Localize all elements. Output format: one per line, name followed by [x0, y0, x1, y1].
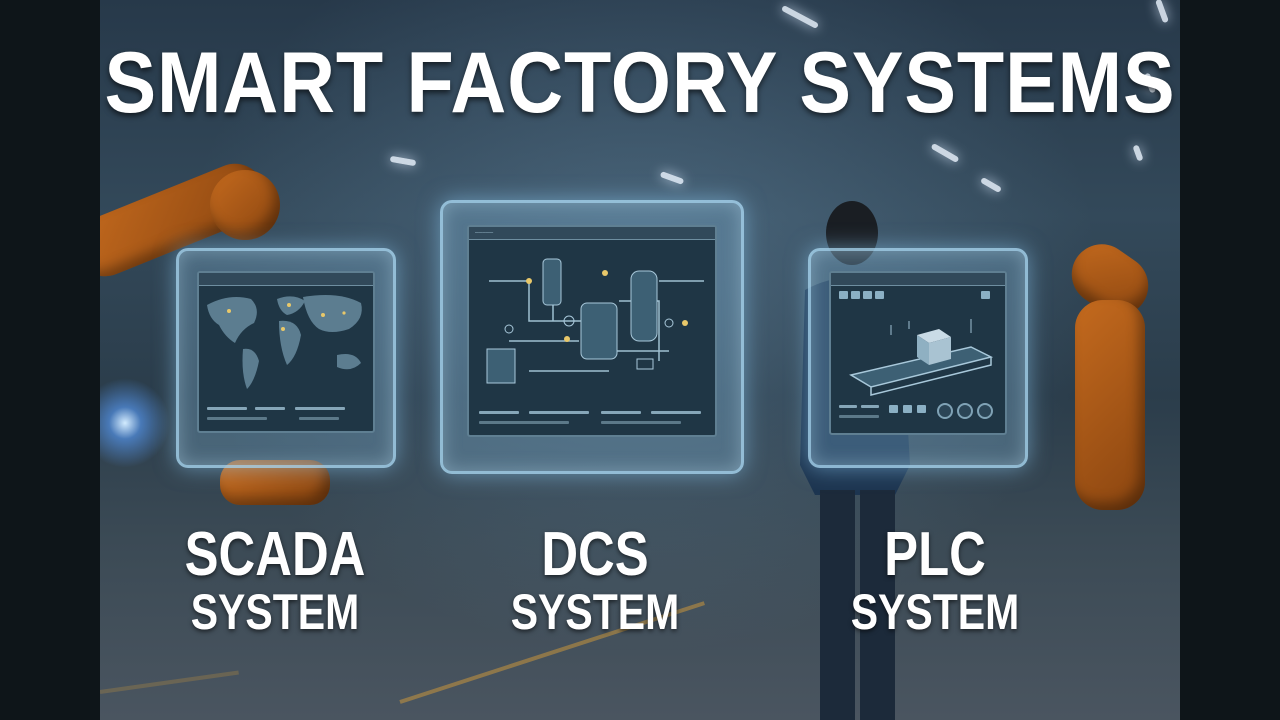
- scada-label-name: SCADA: [184, 520, 366, 589]
- dcs-status-line: [479, 411, 519, 414]
- ceiling-light: [979, 176, 1003, 194]
- conveyor-box-icon: [849, 319, 994, 396]
- dcs-status-line: [601, 421, 681, 424]
- ceiling-light: [1155, 0, 1169, 24]
- scada-status-line: [255, 407, 285, 410]
- dcs-label-subtitle: SYSTEM: [510, 584, 680, 640]
- scada-status-line: [207, 417, 267, 420]
- scada-label-subtitle: SYSTEM: [190, 584, 360, 640]
- page-title: SMART FACTORY SYSTEMS: [104, 35, 1176, 131]
- scada-dashboard: [197, 271, 375, 433]
- scada-header-bar: [199, 273, 373, 286]
- plc-button: [917, 405, 926, 413]
- dcs-header-text: —————: [475, 229, 494, 236]
- process-flow-icon: [486, 258, 704, 384]
- dcs-label: DCS SYSTEM: [501, 520, 690, 640]
- plc-indicator: [981, 291, 990, 299]
- plc-button: [889, 405, 898, 413]
- dcs-status-line: [601, 411, 641, 414]
- plc-status-line: [839, 415, 879, 418]
- ceiling-light: [389, 155, 417, 167]
- plc-header-bar: [831, 273, 1005, 286]
- plc-indicator: [863, 291, 872, 299]
- dcs-status-line: [479, 421, 569, 424]
- dcs-screen-panel: —————: [440, 200, 744, 474]
- dcs-status-line: [651, 411, 701, 414]
- ceiling-light: [659, 171, 685, 185]
- floor-guide-line: [99, 670, 239, 694]
- plc-screen-panel: [808, 248, 1028, 468]
- plc-round-button: [977, 403, 993, 419]
- plc-status-line: [839, 405, 857, 408]
- ceiling-light: [780, 4, 820, 30]
- plc-indicator: [839, 291, 848, 299]
- ceiling-light: [930, 142, 960, 164]
- letterbox-left: [0, 0, 100, 720]
- robot-arm-right-lower: [1075, 300, 1145, 510]
- scada-status-line: [207, 407, 247, 410]
- scada-status-line: [295, 407, 345, 410]
- robot-arm-left-joint: [210, 170, 280, 240]
- dcs-process-diagram: —————: [467, 225, 717, 437]
- plc-round-button: [957, 403, 973, 419]
- scada-label: SCADA SYSTEM: [181, 520, 370, 640]
- plc-round-button: [937, 403, 953, 419]
- plc-status-line: [861, 405, 879, 408]
- plc-label: PLC SYSTEM: [841, 520, 1030, 640]
- ceiling-light: [1132, 144, 1144, 162]
- dcs-status-line: [529, 411, 589, 414]
- plc-label-name: PLC: [884, 520, 986, 589]
- scada-status-line: [299, 417, 339, 420]
- dcs-label-name: DCS: [541, 520, 649, 589]
- plc-control-panel: [829, 271, 1007, 435]
- world-map-icon: [207, 295, 362, 389]
- plc-button: [903, 405, 912, 413]
- dcs-header-bar: —————: [469, 227, 715, 240]
- plc-indicator: [851, 291, 860, 299]
- letterbox-right: [1180, 0, 1280, 720]
- plc-indicator: [875, 291, 884, 299]
- plc-label-subtitle: SYSTEM: [850, 584, 1020, 640]
- scada-screen-panel: [176, 248, 396, 468]
